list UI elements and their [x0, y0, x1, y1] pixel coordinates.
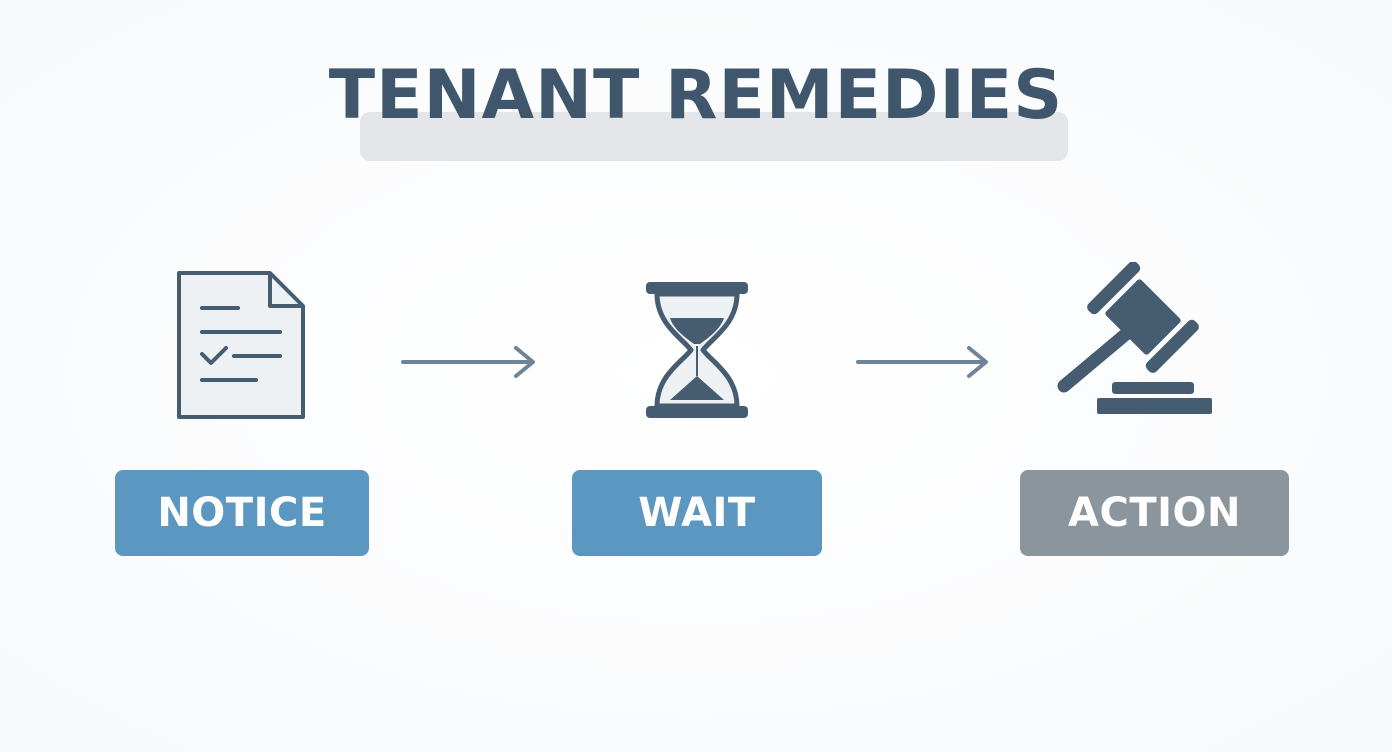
- arrow-right-icon: [855, 344, 995, 384]
- action-label: ACTION: [1020, 470, 1289, 556]
- notice-label: NOTICE: [115, 470, 369, 556]
- gavel-icon: [1050, 262, 1220, 418]
- title-highlight: [360, 112, 1068, 161]
- page-title: TENANT REMEDIES: [328, 56, 1064, 135]
- hourglass-icon: [642, 280, 752, 424]
- document-checklist-icon: [172, 268, 312, 428]
- arrow-right-icon: [400, 344, 540, 384]
- wait-label: WAIT: [572, 470, 822, 556]
